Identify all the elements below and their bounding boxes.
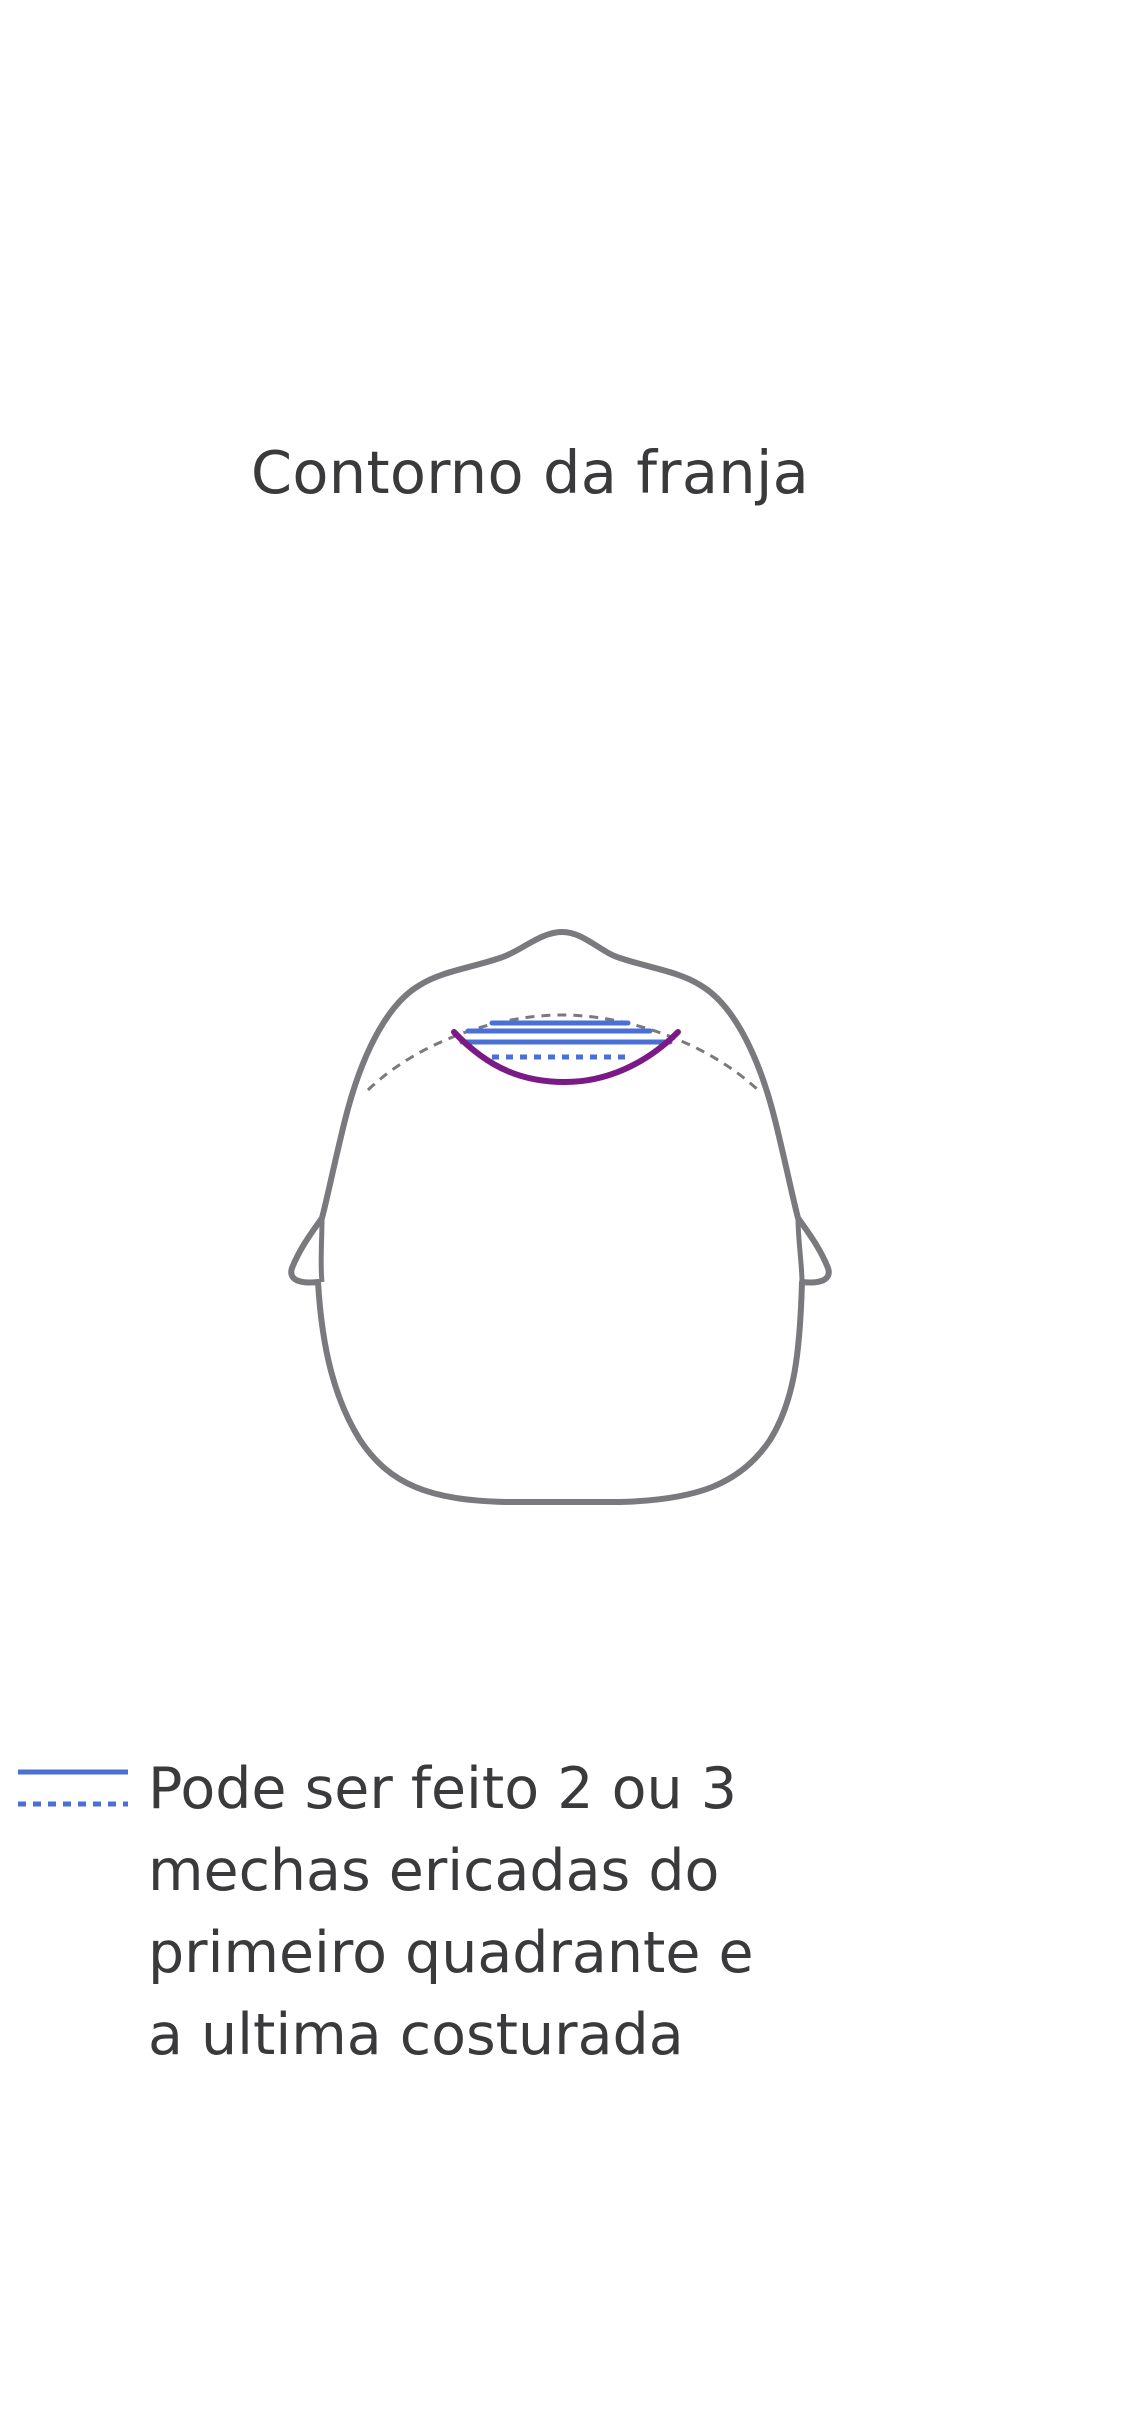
guide-dashed-arc	[366, 1013, 760, 1092]
legend-strand-icon	[18, 1769, 128, 1807]
legend-description: Pode ser feito 2 ou 3 mechas ericadas do…	[148, 1756, 754, 2068]
head-top-view-icon	[288, 929, 832, 1505]
fringe-contour	[451, 1029, 681, 1086]
page-title: Contorno da franja	[250, 438, 810, 507]
